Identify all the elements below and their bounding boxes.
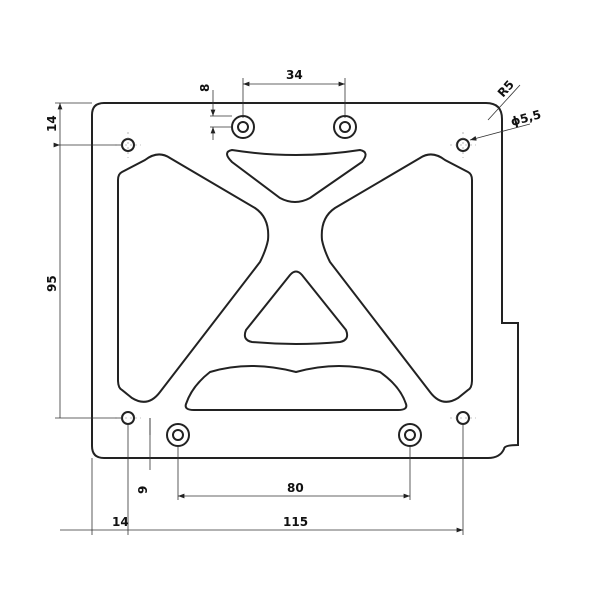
dim-bottom-hole-offset: 9 [136,486,150,494]
dim-top-hole-spacing: 34 [286,68,303,82]
cutout-left [117,153,270,403]
dim-top-edge-offset: 14 [45,115,59,132]
dim-corner-radius: R5 [495,78,517,100]
dim-top-hole-offset: 8 [198,84,212,92]
dim-hole-diameter: ϕ5,5 [509,107,542,129]
dim-left-edge-offset: 14 [112,515,129,529]
cutout-right [320,153,473,403]
large-holes [166,115,422,447]
plate-outline [91,102,519,459]
center-lines [115,132,476,419]
cutout-top [226,148,367,203]
dim-horizontal-hole-spacing: 115 [283,515,308,529]
dim-bottom-hole-spacing: 80 [287,481,304,495]
dimension-lines [55,78,531,535]
dim-vertical-hole-spacing: 95 [45,275,59,292]
cutout-middle [243,270,349,345]
cutout-bottom [184,365,408,411]
small-holes [121,138,470,425]
